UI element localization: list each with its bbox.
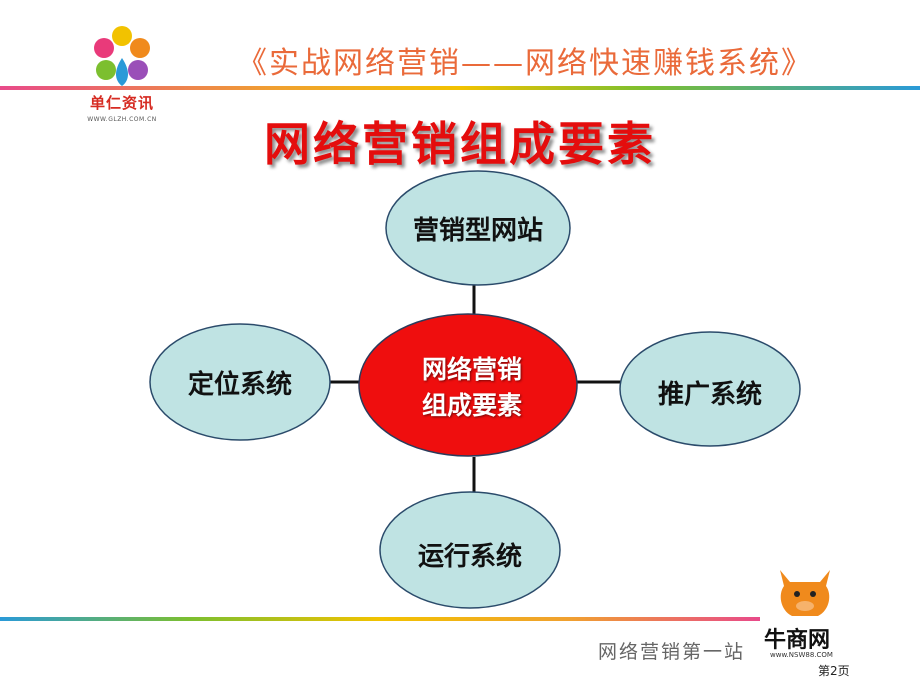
- node-top: [385, 170, 571, 286]
- logo-petal-pink: [94, 38, 114, 58]
- node-center-line2: 组成要素: [421, 391, 522, 420]
- node-left-label: 定位系统: [187, 370, 292, 400]
- course-title: 《实战网络营销——网络快速赚钱系统》: [237, 46, 813, 81]
- node-top-label: 营销型网站: [412, 216, 543, 246]
- logo-petal-green: [96, 60, 116, 80]
- node-bottom: [379, 491, 561, 609]
- company-logo: [94, 26, 150, 86]
- connector-lines: [328, 284, 622, 494]
- bull-mascot-icon: [780, 570, 830, 616]
- node-center-line1: 网络营销: [421, 355, 522, 384]
- node-center: [358, 313, 578, 457]
- node-right: [619, 331, 801, 447]
- page-number: 第2页: [818, 664, 850, 678]
- footer-rule: [0, 617, 760, 621]
- brand-name: 牛商网: [764, 628, 831, 653]
- header-rule: [0, 86, 920, 90]
- brand-url: www.NSW88.COM: [770, 651, 833, 659]
- logo-petal-purple: [128, 60, 148, 80]
- node-left: [149, 323, 331, 441]
- logo-petal-orange: [130, 38, 150, 58]
- logo-name: 单仁资讯: [89, 94, 154, 112]
- footer-slogan: 网络营销第一站: [598, 641, 746, 663]
- slide-title: 网络营销组成要素: [264, 117, 656, 171]
- logo-url: WWW.GLZH.COM.CN: [87, 116, 157, 123]
- logo-petal-yellow: [112, 26, 132, 46]
- node-bottom-label: 运行系统: [417, 542, 522, 572]
- logo-drop-blue: [116, 58, 128, 86]
- node-right-label: 推广系统: [657, 380, 762, 410]
- node-center-label: 网络营销 组成要素: [372, 352, 572, 424]
